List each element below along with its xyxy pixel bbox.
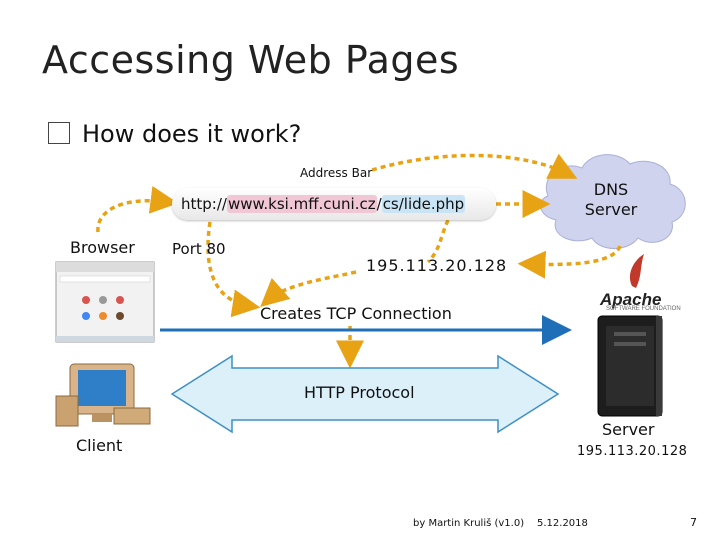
ip-to-tcp-arrow xyxy=(260,270,357,307)
browser-label: Browser xyxy=(70,238,135,257)
browser-window-image xyxy=(55,261,155,343)
apache-feather-icon xyxy=(629,254,644,288)
server-ip-label: 195.113.20.128 xyxy=(577,444,688,459)
dns-line2: Server xyxy=(584,200,638,219)
port-label: Port 80 xyxy=(172,240,226,258)
url-path: cs/lide.php xyxy=(381,195,466,213)
apache-logo-subtitle: SOFTWARE FOUNDATION xyxy=(606,306,681,312)
bullet-text: How does it work? xyxy=(82,120,302,148)
apache-logo: Apache xyxy=(600,290,662,309)
server-tower-image xyxy=(597,315,663,417)
tcp-connection-label: Creates TCP Connection xyxy=(260,304,452,323)
http-protocol-label: HTTP Protocol xyxy=(304,383,415,402)
bullet-checkbox-icon xyxy=(48,122,70,144)
url-text: http://www.ksi.mff.cuni.cz/cs/lide.php xyxy=(181,195,466,213)
client-computer-image xyxy=(55,363,151,427)
ip-address-label: 195.113.20.128 xyxy=(366,256,508,275)
url-prefix: http:// xyxy=(181,195,227,213)
client-label: Client xyxy=(76,436,123,455)
url-to-ip-arrow xyxy=(426,219,450,264)
server-label: Server xyxy=(602,420,655,439)
http-protocol-arrow xyxy=(170,354,560,434)
dns-line1: DNS xyxy=(593,180,629,199)
address-to-dns-arrow xyxy=(371,153,578,179)
dns-to-ip-arrow xyxy=(517,245,622,279)
url-separator: / xyxy=(376,195,382,213)
address-bar-label: Address Bar xyxy=(300,166,373,180)
footer-author: by Martin Kruliš (v1.0) xyxy=(413,518,525,529)
url-domain: www.ksi.mff.cuni.cz xyxy=(226,195,377,213)
browser-to-address-arrow xyxy=(96,185,179,233)
footer-page-number: 7 xyxy=(690,516,697,529)
footer-date: 5.12.2018 xyxy=(537,518,588,529)
slide-title: Accessing Web Pages xyxy=(42,38,460,82)
bullet-item: How does it work? xyxy=(48,120,301,148)
port-to-tcp-arrow xyxy=(206,221,261,318)
